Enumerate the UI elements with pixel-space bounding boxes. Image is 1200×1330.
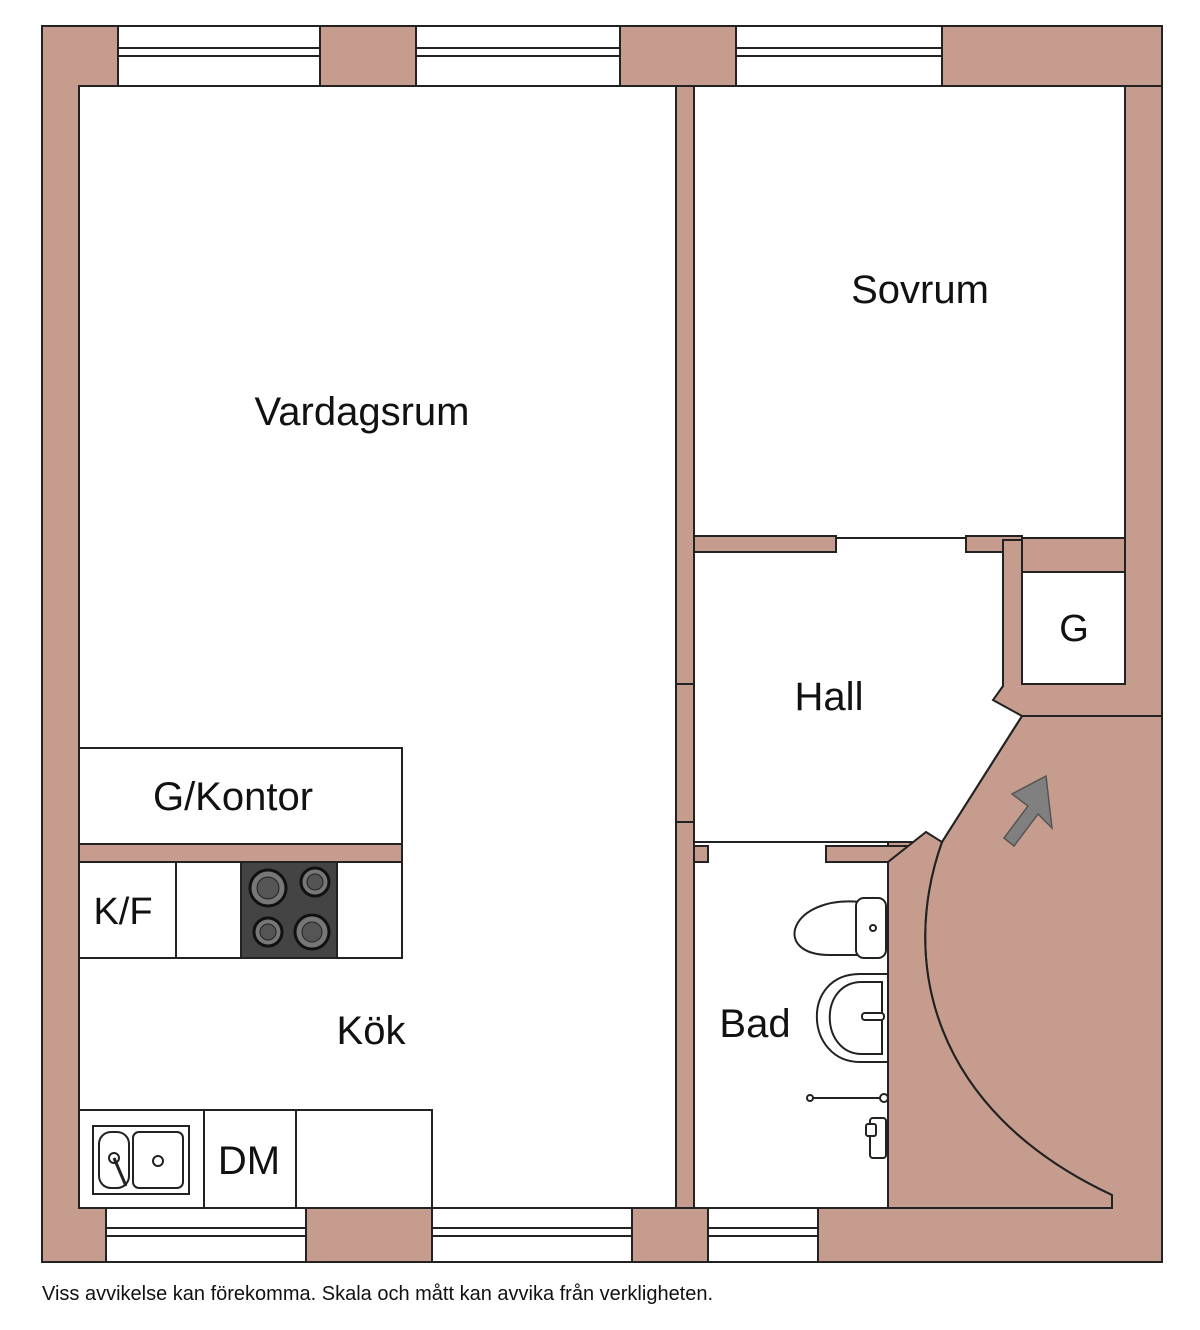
windows-bottom [105,1207,819,1263]
disclaimer-text: Viss avvikelse kan förekomma. Skala och … [42,1283,714,1305]
floor-plan: Vardagsrum Sovrum Hall G G/Kontor K/F Kö… [41,25,1163,1263]
shower-icon [806,1093,889,1159]
room-label-kitchen: Kök [337,1009,407,1053]
office-counter [78,747,403,845]
interior-walls [675,85,1163,1209]
toilet-icon [793,897,887,959]
room-label-office: G/Kontor [153,775,313,819]
room-label-bedroom: Sovrum [851,268,989,312]
room-label-bathroom: Bad [719,1002,790,1046]
office-counter-edge [78,843,403,863]
entrance-door-line [941,715,1023,843]
stove-icon [240,861,338,959]
entrance-arrow-icon [1002,774,1053,848]
sink-icon [92,1125,190,1195]
room-label-wardrobe: G [1059,608,1089,650]
room-label-living: Vardagsrum [255,390,470,434]
room-label-hall: Hall [795,675,864,719]
room-label-dishwasher: DM [218,1139,280,1183]
windows-top [117,25,943,87]
room-label-fridge-freezer: K/F [93,891,152,933]
washbasin-icon [815,973,889,1063]
interior-floor [78,85,1126,1209]
door-swing-arc [924,841,1113,1196]
